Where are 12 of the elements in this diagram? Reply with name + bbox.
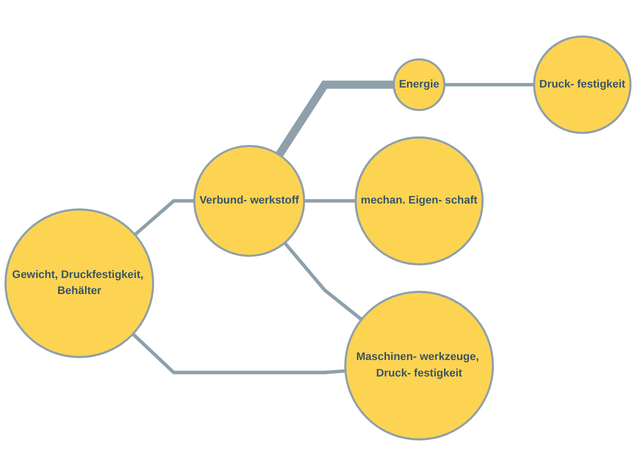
circle-node: Druck- festigkeit <box>533 35 632 134</box>
connector-line <box>132 332 346 374</box>
connector-line <box>276 80 394 157</box>
connector-line <box>444 82 534 86</box>
connector-line <box>134 198 194 236</box>
connector-line <box>283 241 363 320</box>
connector-line <box>304 198 356 202</box>
circle-node: Maschinen- werkzeuge, Druck- festigkeit <box>344 290 494 440</box>
circle-node: Gewicht, Druckfestigkeit, Behälter <box>4 208 154 358</box>
circle-node: Verbund- werkstoff <box>193 144 306 256</box>
circle-node: Energie <box>392 58 446 111</box>
circle-node: mechan. Eigen- schaft <box>354 136 484 265</box>
